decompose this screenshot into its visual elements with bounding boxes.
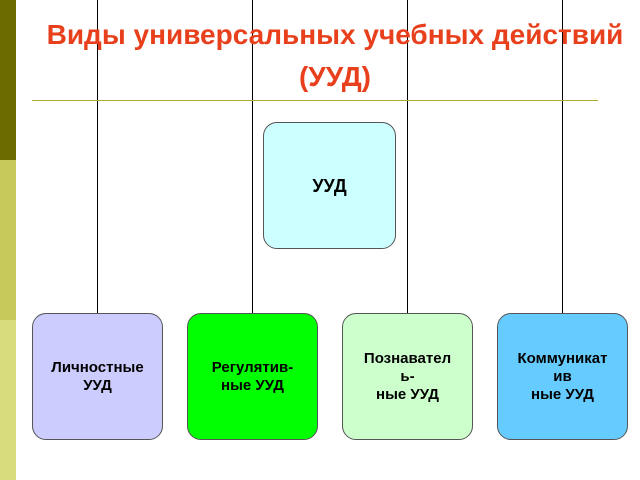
child-node-communicative: Коммуникат ив ные УУД — [497, 313, 628, 440]
child-node-personal: Личностные УУД — [32, 313, 163, 440]
connector-line-1 — [97, 0, 98, 314]
page-title: Виды универсальных учебных действий (УУД… — [46, 19, 624, 92]
connector-line-4 — [562, 0, 563, 314]
decor-band-light — [0, 320, 16, 480]
title-underline — [32, 100, 598, 101]
connector-line-2 — [252, 0, 253, 314]
child-node-cognitive: Познавател ь- ные УУД — [342, 313, 473, 440]
child-node-regulatory: Регулятив- ные УУД — [187, 313, 318, 440]
decor-band-mid — [0, 160, 16, 320]
root-node-uud: УУД — [263, 122, 396, 249]
connector-line-3 — [407, 0, 408, 314]
decor-band-dark — [0, 0, 16, 160]
